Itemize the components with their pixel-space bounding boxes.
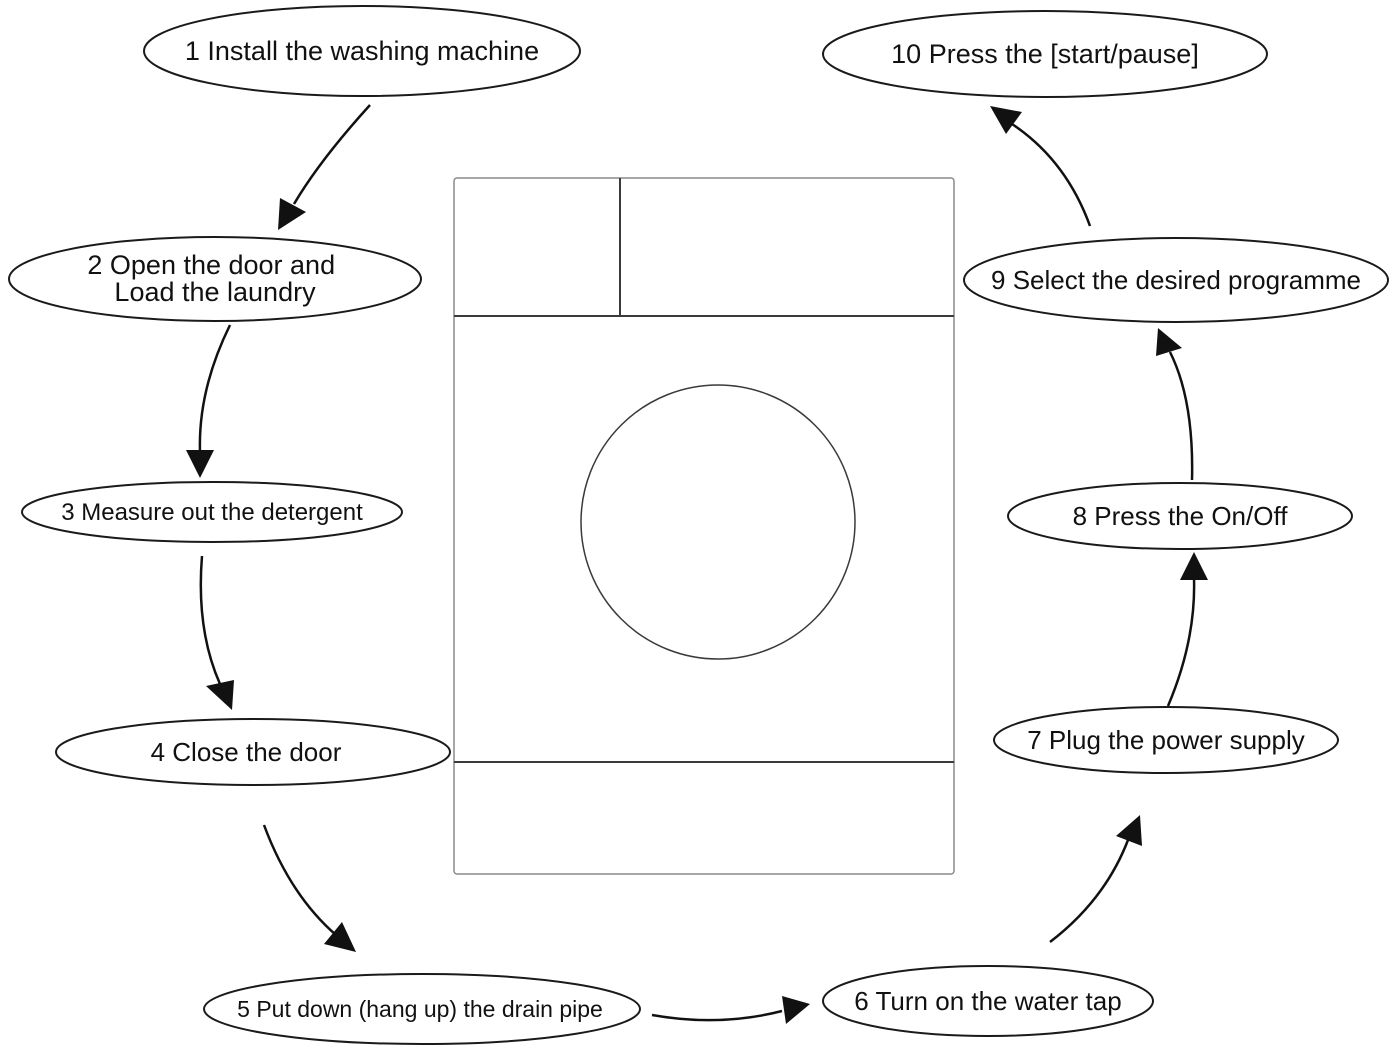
step-4-ellipse [55,718,451,786]
arrow-8-to-9-line [1168,351,1194,481]
arrow-5-to-6-head [782,996,810,1024]
step-7-line-1: 7 Plug the power supply [1027,725,1305,755]
arrow-1-to-2 [278,104,371,230]
flow-arrows [186,104,1208,1024]
step-4: 4 Close the door [55,718,451,786]
step-3-ellipse [21,481,403,543]
step-8-label: 8 Press the On/Off [1073,501,1289,531]
step-6-label: 6 Turn on the water tap [854,986,1121,1016]
arrow-6-to-7 [1049,815,1142,943]
step-1-label: 1 Install the washing machine [185,36,539,66]
arrow-9-to-10-line [1011,122,1092,227]
step-9-label: 9 Select the desired programme [991,265,1361,295]
step-7-ellipse [993,706,1339,774]
arrow-5-to-6 [651,996,810,1024]
step-8-ellipse [1007,482,1353,550]
step-6-line-1: 6 Turn on the water tap [854,986,1121,1016]
step-5-ellipse [203,973,641,1045]
step-6: 6 Turn on the water tap [822,965,1154,1037]
arrow-8-to-9-head [1156,328,1182,356]
step-10-label: 10 Press the [start/pause] [891,39,1199,69]
step-3-line-1: 3 Measure out the detergent [61,499,363,526]
step-2-label: 2 Open the door and Load the laundry [87,250,342,307]
step-9-line-1: 9 Select the desired programme [991,265,1361,295]
arrow-3-to-4-line [199,555,222,685]
arrow-8-to-9 [1156,328,1194,481]
machine-door [580,384,856,660]
step-2-line-2: Load the laundry [114,277,316,307]
step-4-label: 4 Close the door [151,737,342,767]
step-3-label: 3 Measure out the detergent [61,499,363,526]
arrow-2-to-3 [186,324,232,478]
arrow-3-to-4 [199,555,234,710]
step-6-ellipse [822,965,1154,1037]
step-2-line-1: 2 Open the door and [87,250,335,280]
step-1: 1 Install the washing machine [143,5,581,97]
arrow-2-to-3-line [198,324,232,453]
step-1-ellipse [143,5,581,97]
arrow-5-to-6-line [651,1009,783,1022]
step-5-line-1: 5 Put down (hang up) the drain pipe [237,996,603,1022]
arrow-9-to-10 [990,106,1092,227]
arrow-9-to-10-head [990,106,1022,134]
machine-body [453,177,955,875]
step-2: 2 Open the door and Load the laundry [8,236,422,322]
step-2-ellipse [8,236,422,322]
step-10-ellipse [822,10,1268,98]
arrow-4-to-5-line [262,824,337,936]
step-1-line-1: 1 Install the washing machine [185,36,539,66]
step-4-line-1: 4 Close the door [151,737,342,767]
arrow-7-to-8-head [1180,552,1208,580]
arrow-4-to-5 [262,824,356,952]
arrow-7-to-8-line [1166,577,1196,707]
arrow-7-to-8 [1166,552,1208,707]
step-10-line-1: 10 Press the [start/pause] [891,39,1199,69]
step-8: 8 Press the On/Off [1007,482,1353,550]
arrow-6-to-7-line [1049,839,1130,943]
arrow-1-to-2-head [278,198,306,230]
step-5: 5 Put down (hang up) the drain pipe [203,973,641,1045]
arrow-4-to-5-head [324,922,356,952]
step-9: 9 Select the desired programme [963,237,1389,323]
arrow-3-to-4-head [206,680,234,710]
arrow-6-to-7-head [1116,815,1142,846]
washing-machine [453,177,955,875]
step-7: 7 Plug the power supply [993,706,1339,774]
step-3: 3 Measure out the detergent [21,481,403,543]
steps: 1 Install the washing machine 2 Open the… [8,5,1389,1045]
step-8-line-1: 8 Press the On/Off [1073,501,1289,531]
arrow-2-to-3-head [186,450,214,478]
step-5-label: 5 Put down (hang up) the drain pipe [237,996,603,1022]
step-7-label: 7 Plug the power supply [1027,725,1305,755]
step-10: 10 Press the [start/pause] [822,10,1268,98]
arrow-1-to-2-line [292,104,371,205]
step-9-ellipse [963,237,1389,323]
